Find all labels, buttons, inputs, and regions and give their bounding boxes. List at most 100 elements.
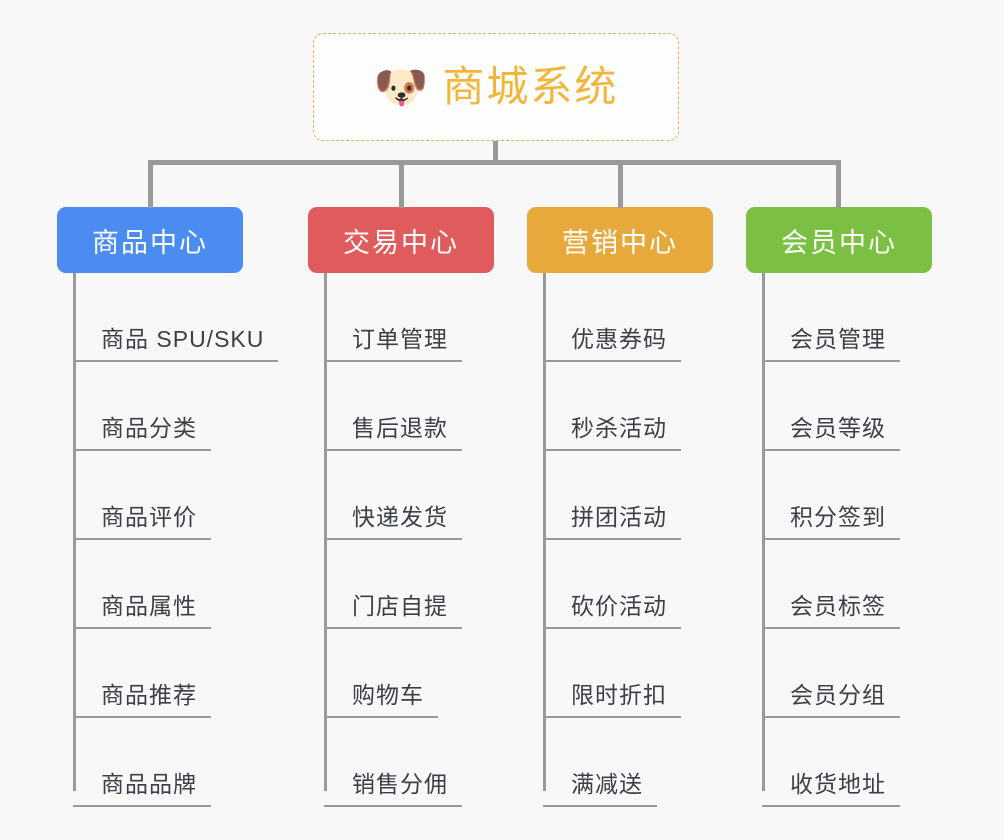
leaf-underline: 售后退款 — [324, 414, 462, 451]
category-label: 营销中心 — [562, 227, 678, 258]
leaf-label: 商品分类 — [101, 414, 197, 441]
leaf-list-3: 优惠券码秒杀活动拼团活动砍价活动限时折扣满减送 — [527, 273, 713, 807]
list-item[interactable]: 订单管理 — [308, 273, 494, 362]
leaf-underline: 收货地址 — [762, 770, 900, 807]
list-item[interactable]: 商品品牌 — [57, 718, 243, 807]
leaf-label: 会员分组 — [790, 681, 886, 708]
leaf-underline: 会员等级 — [762, 414, 900, 451]
leaf-label: 商品 SPU/SKU — [101, 325, 265, 352]
category-label: 商品中心 — [92, 227, 208, 258]
dog-face-icon: 🐶 — [373, 63, 429, 112]
list-item[interactable]: 秒杀活动 — [527, 362, 713, 451]
connector-drop-3 — [618, 160, 623, 208]
list-item[interactable]: 会员标签 — [746, 540, 932, 629]
list-item[interactable]: 快递发货 — [308, 451, 494, 540]
branch-column-4: 会员中心会员管理会员等级积分签到会员标签会员分组收货地址 — [746, 207, 932, 807]
leaf-underline: 商品属性 — [73, 592, 211, 629]
leaf-label: 优惠券码 — [571, 325, 667, 352]
leaf-label: 商品评价 — [101, 503, 197, 530]
leaf-underline: 订单管理 — [324, 325, 462, 362]
list-item[interactable]: 优惠券码 — [527, 273, 713, 362]
category-box-1[interactable]: 商品中心 — [57, 207, 243, 273]
list-item[interactable]: 售后退款 — [308, 362, 494, 451]
leaf-underline: 限时折扣 — [543, 681, 681, 718]
leaf-label: 限时折扣 — [571, 681, 667, 708]
leaf-label: 商品属性 — [101, 592, 197, 619]
list-item[interactable]: 商品 SPU/SKU — [57, 273, 279, 362]
leaf-label: 销售分佣 — [352, 770, 448, 797]
leaf-underline: 满减送 — [543, 770, 657, 807]
leaf-underline: 优惠券码 — [543, 325, 681, 362]
root-title: 商城系统 — [442, 63, 619, 110]
leaf-label: 售后退款 — [352, 414, 448, 441]
list-item[interactable]: 门店自提 — [308, 540, 494, 629]
leaf-label: 门店自提 — [352, 592, 448, 619]
leaf-list-1: 商品 SPU/SKU 商品分类商品评价商品属性商品推荐商品品牌 — [57, 273, 279, 807]
leaf-label: 会员标签 — [790, 592, 886, 619]
category-label: 会员中心 — [781, 227, 897, 258]
connector-spine-1 — [73, 273, 76, 791]
leaf-underline: 销售分佣 — [324, 770, 462, 807]
leaf-label: 会员管理 — [790, 325, 886, 352]
leaf-underline: 积分签到 — [762, 503, 900, 540]
connector-spine-3 — [543, 273, 546, 791]
list-item[interactable]: 拼团活动 — [527, 451, 713, 540]
leaf-underline: 会员分组 — [762, 681, 900, 718]
connector-root-stem — [493, 141, 498, 163]
root-node[interactable]: 🐶 商城系统 — [313, 33, 679, 141]
leaf-list-4: 会员管理会员等级积分签到会员标签会员分组收货地址 — [746, 273, 932, 807]
list-item[interactable]: 会员分组 — [746, 629, 932, 718]
leaf-label: 秒杀活动 — [571, 414, 667, 441]
leaf-label: 满减送 — [571, 770, 643, 797]
list-item[interactable]: 砍价活动 — [527, 540, 713, 629]
branch-column-3: 营销中心优惠券码秒杀活动拼团活动砍价活动限时折扣满减送 — [527, 207, 713, 807]
leaf-list-2: 订单管理售后退款快递发货门店自提购物车销售分佣 — [308, 273, 494, 807]
leaf-underline: 商品推荐 — [73, 681, 211, 718]
category-box-3[interactable]: 营销中心 — [527, 207, 713, 273]
connector-drop-4 — [836, 160, 841, 208]
branch-column-1: 商品中心商品 SPU/SKU 商品分类商品评价商品属性商品推荐商品品牌 — [57, 207, 279, 807]
list-item[interactable]: 购物车 — [308, 629, 494, 718]
leaf-underline: 砍价活动 — [543, 592, 681, 629]
leaf-label: 收货地址 — [790, 770, 886, 797]
leaf-underline: 门店自提 — [324, 592, 462, 629]
list-item[interactable]: 会员等级 — [746, 362, 932, 451]
leaf-label: 积分签到 — [790, 503, 886, 530]
list-item[interactable]: 收货地址 — [746, 718, 932, 807]
leaf-underline: 秒杀活动 — [543, 414, 681, 451]
category-label: 交易中心 — [343, 227, 459, 258]
connector-drop-1 — [148, 160, 153, 208]
list-item[interactable]: 商品分类 — [57, 362, 243, 451]
leaf-label: 会员等级 — [790, 414, 886, 441]
leaf-label: 拼团活动 — [571, 503, 667, 530]
leaf-underline: 拼团活动 — [543, 503, 681, 540]
category-box-4[interactable]: 会员中心 — [746, 207, 932, 273]
connector-horizontal-bus — [148, 160, 841, 165]
connector-drop-2 — [399, 160, 404, 208]
leaf-underline: 快递发货 — [324, 503, 462, 540]
list-item[interactable]: 会员管理 — [746, 273, 932, 362]
category-box-2[interactable]: 交易中心 — [308, 207, 494, 273]
list-item[interactable]: 商品推荐 — [57, 629, 243, 718]
leaf-underline: 商品品牌 — [73, 770, 211, 807]
leaf-label: 订单管理 — [352, 325, 448, 352]
leaf-label: 商品推荐 — [101, 681, 197, 708]
list-item[interactable]: 限时折扣 — [527, 629, 713, 718]
leaf-label: 砍价活动 — [571, 592, 667, 619]
leaf-underline: 商品分类 — [73, 414, 211, 451]
leaf-underline: 会员管理 — [762, 325, 900, 362]
list-item[interactable]: 商品评价 — [57, 451, 243, 540]
leaf-label: 快递发货 — [352, 503, 448, 530]
leaf-underline: 购物车 — [324, 681, 438, 718]
list-item[interactable]: 满减送 — [527, 718, 713, 807]
list-item[interactable]: 商品属性 — [57, 540, 243, 629]
leaf-underline: 商品评价 — [73, 503, 211, 540]
leaf-label: 购物车 — [352, 681, 424, 708]
connector-spine-4 — [762, 273, 765, 791]
connector-spine-2 — [324, 273, 327, 791]
list-item[interactable]: 积分签到 — [746, 451, 932, 540]
list-item[interactable]: 销售分佣 — [308, 718, 494, 807]
leaf-underline: 会员标签 — [762, 592, 900, 629]
leaf-label: 商品品牌 — [101, 770, 197, 797]
